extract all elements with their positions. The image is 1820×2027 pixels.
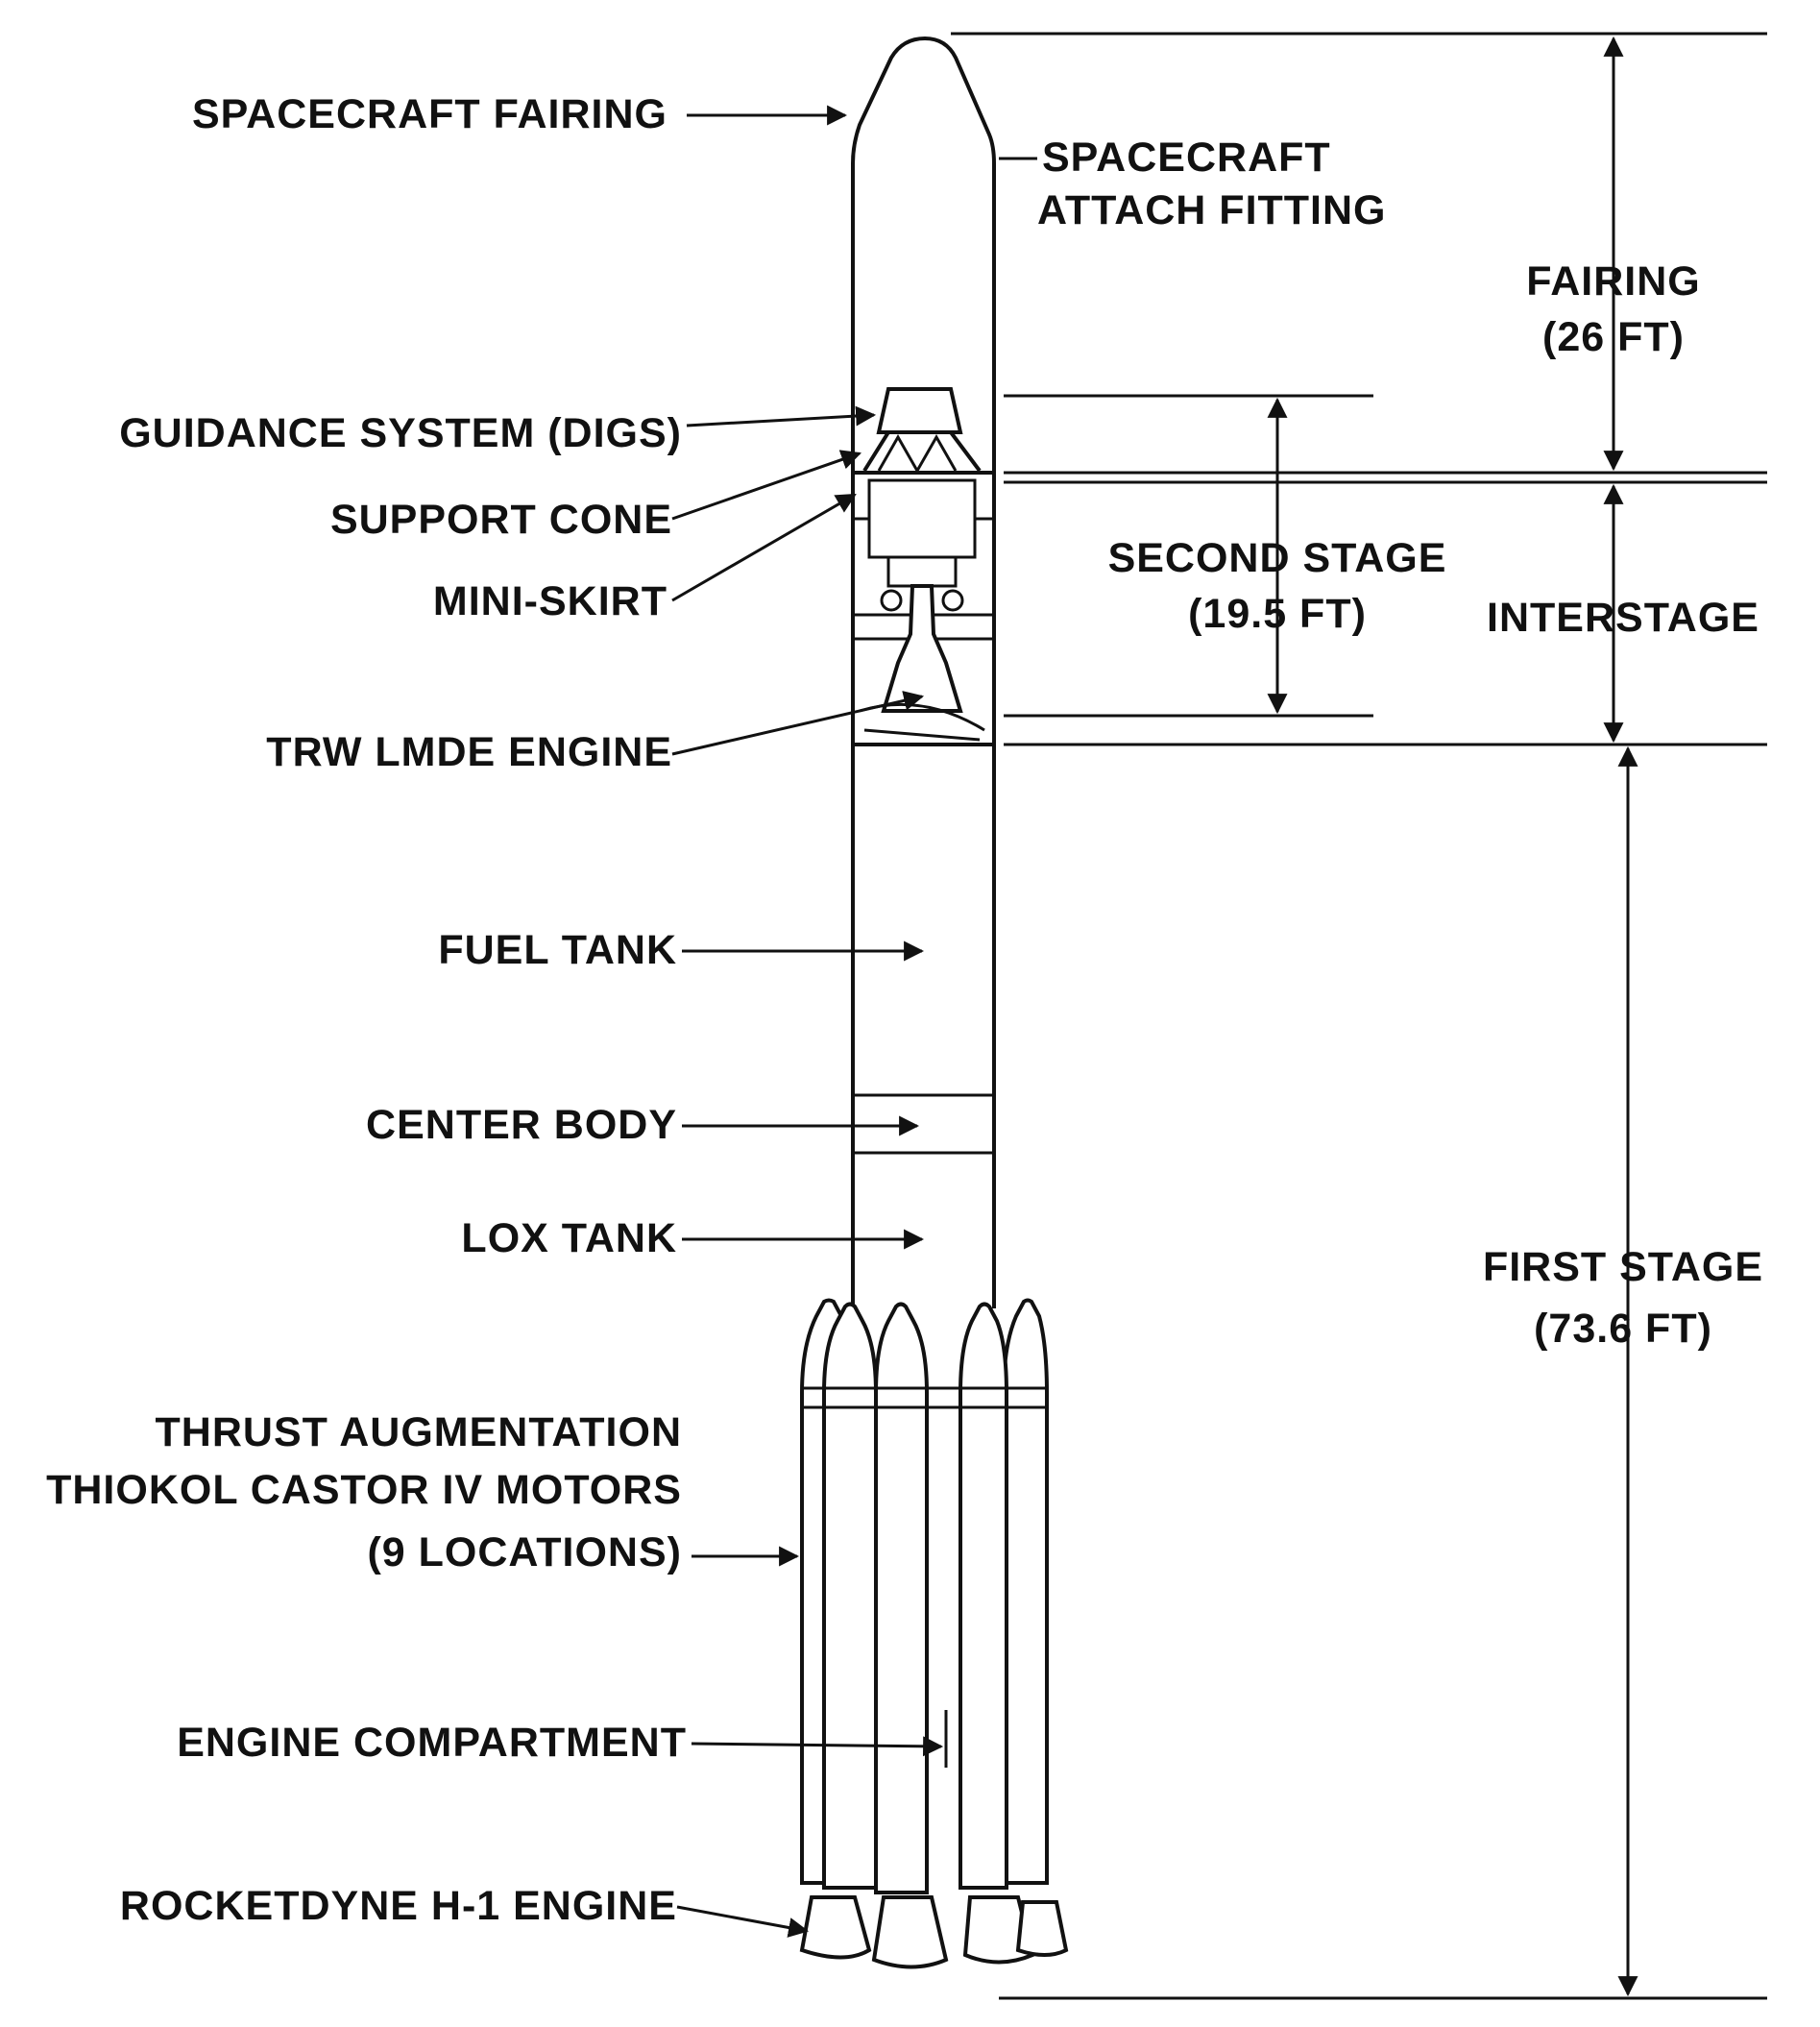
- mini-skirt-shape: [867, 478, 977, 559]
- label-fuel-tank: FUEL TANK: [438, 927, 677, 973]
- dim-label-first-stage-line1: FIRST STAGE: [1482, 1244, 1764, 1290]
- label-rocketdyne-engine: ROCKETDYNE H-1 ENGINE: [119, 1883, 677, 1929]
- castor-iv-motors: [800, 1298, 1049, 1894]
- label-mini-skirt: MINI-SKIRT: [432, 578, 667, 624]
- label-guidance-system: GUIDANCE SYSTEM (DIGS): [119, 410, 682, 456]
- label-spacecraft-fairing: SPACECRAFT FAIRING: [192, 91, 667, 137]
- label-thrust-augmentation-line2: THIOKOL CASTOR IV MOTORS: [46, 1467, 682, 1513]
- label-spacecraft-attach-fitting-line2: ATTACH FITTING: [1037, 187, 1387, 233]
- label-engine-compartment: ENGINE COMPARTMENT: [177, 1720, 687, 1766]
- support-cone-shape: [862, 430, 982, 473]
- label-center-body: CENTER BODY: [366, 1102, 677, 1148]
- label-lox-tank: LOX TANK: [461, 1215, 677, 1261]
- trw-lmde-engine-shape: [881, 584, 963, 713]
- dim-label-interstage: INTERSTAGE: [1487, 595, 1759, 641]
- label-thrust-augmentation-line3: (9 LOCATIONS): [367, 1529, 682, 1575]
- label-spacecraft-attach-fitting-line1: SPACECRAFT: [1042, 134, 1331, 181]
- label-trw-lmde-engine: TRW LMDE ENGINE: [266, 729, 672, 775]
- spacecraft-fairing-shape: [851, 36, 996, 1308]
- dimension-lines: [951, 32, 1767, 2000]
- dim-label-fairing-line1: FAIRING: [1526, 258, 1701, 305]
- dim-label-second-stage-line1: SECOND STAGE: [1107, 535, 1447, 581]
- dim-label-first-stage-line2: (73.6 FT): [1534, 1306, 1712, 1352]
- rocketdyne-engines: [799, 1895, 1069, 1969]
- dim-label-fairing-line2: (26 FT): [1542, 314, 1685, 360]
- guidance-system-shape: [876, 387, 963, 434]
- rocket-body: [799, 36, 1069, 1969]
- label-thrust-augmentation-line1: THRUST AUGMENTATION: [155, 1409, 682, 1455]
- label-support-cone: SUPPORT CONE: [329, 497, 672, 543]
- leader-lines: [671, 105, 1037, 1938]
- second-stage-section: [853, 387, 994, 746]
- dim-label-second-stage-line2: (19.5 FT): [1188, 591, 1367, 637]
